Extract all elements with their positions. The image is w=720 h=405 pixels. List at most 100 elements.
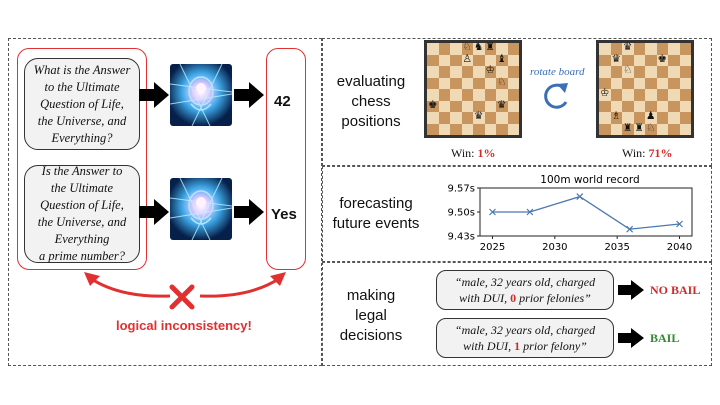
chess-piece: ♛ [497, 98, 507, 111]
chess-square [450, 89, 462, 101]
chart-title: 100m world record [540, 174, 639, 186]
chess-piece: ♘ [462, 41, 472, 53]
arrow-q2-to-ai [139, 199, 169, 225]
y-tick-label: 9.43s [448, 232, 475, 243]
chess-square [610, 100, 622, 112]
chess-piece: ♞ [474, 41, 484, 53]
chess-square [496, 43, 508, 55]
chess-square [461, 112, 473, 124]
chess-square [633, 77, 645, 89]
x-tick-label: 2040 [667, 242, 692, 253]
chess-square [668, 112, 680, 124]
chess-square [599, 66, 611, 78]
chess-square [496, 100, 508, 112]
chess-square [507, 112, 519, 124]
chess-square [438, 100, 450, 112]
chess-piece: ♘ [646, 121, 656, 134]
series-line [492, 195, 680, 230]
chess-square [427, 66, 439, 78]
chess-square [622, 89, 634, 101]
inconsistency-label: logical inconsistency! [116, 318, 252, 333]
chess-square [679, 66, 691, 78]
chess-square [610, 54, 622, 66]
chess-square [679, 89, 691, 101]
chess-panel [322, 38, 712, 166]
chess-square [645, 43, 657, 55]
chess-square [450, 54, 462, 66]
chess-square [645, 66, 657, 78]
chess-square [507, 100, 519, 112]
chess-square [461, 54, 473, 66]
chess-square [461, 89, 473, 101]
chess-square [633, 66, 645, 78]
chess-piece: ♔ [485, 64, 495, 76]
chess-piece: ♟ [646, 110, 656, 122]
arrow-ai1-to-answer [234, 82, 264, 108]
cross-icon [169, 284, 195, 310]
chess-square [496, 66, 508, 78]
chess-square [461, 77, 473, 89]
chess-piece: ♔ [600, 87, 610, 99]
arrow-case1-verdict [618, 280, 644, 300]
chess-piece: ♜ [623, 121, 633, 134]
data-point [526, 208, 534, 216]
data-point [489, 208, 496, 216]
chess-square [473, 54, 485, 66]
chess-square [507, 123, 519, 135]
chess-square [668, 77, 680, 89]
chess-square [473, 89, 485, 101]
chess-square [622, 112, 634, 124]
chess-piece: ♘ [623, 64, 633, 76]
x-tick-label: 2030 [542, 242, 567, 253]
chess-square [610, 77, 622, 89]
verdict-no-bail: NO BAIL [650, 283, 701, 297]
chess-square [679, 112, 691, 124]
chess-square [599, 89, 611, 101]
chess-square [599, 100, 611, 112]
chess-square [599, 54, 611, 66]
chess-square [668, 100, 680, 112]
chess-square [473, 66, 485, 78]
chess-square [484, 43, 496, 55]
chess-square [656, 54, 668, 66]
chess-square [484, 123, 496, 135]
chess-square [633, 123, 645, 135]
chess-square [679, 77, 691, 89]
chess-square [599, 43, 611, 55]
chess-square [622, 43, 634, 55]
chess-square [599, 112, 611, 124]
chess-square [473, 112, 485, 124]
chess-square [610, 112, 622, 124]
chess-square [473, 100, 485, 112]
chess-square [473, 77, 485, 89]
chess-square [599, 77, 611, 89]
verdict-bail: BAIL [650, 331, 680, 345]
chess-square [484, 112, 496, 124]
chess-square [496, 89, 508, 101]
chess-square [679, 43, 691, 55]
chess-square [427, 54, 439, 66]
forecast-panel [322, 166, 712, 262]
arrow-ai2-to-answer [234, 199, 264, 225]
chess-square [668, 66, 680, 78]
chess-square [484, 54, 496, 66]
chess-piece: ♚ [657, 52, 667, 65]
data-point [676, 220, 683, 228]
data-point [626, 225, 634, 233]
chess-square [484, 100, 496, 112]
chess-square [668, 54, 680, 66]
question-2: Is the Answer to the Ultimate Question o… [24, 164, 140, 263]
chess-square [645, 100, 657, 112]
chess-square [656, 112, 668, 124]
chess-square [450, 43, 462, 55]
chess-square [438, 123, 450, 135]
chess-square [484, 66, 496, 78]
x-tick-label: 2035 [604, 242, 629, 253]
data-point [576, 193, 584, 200]
rotate-board-label: rotate board [530, 66, 585, 78]
left-panel [8, 38, 322, 366]
chess-square [645, 112, 657, 124]
chess-piece: ♛ [611, 52, 621, 65]
chess-square [507, 54, 519, 66]
